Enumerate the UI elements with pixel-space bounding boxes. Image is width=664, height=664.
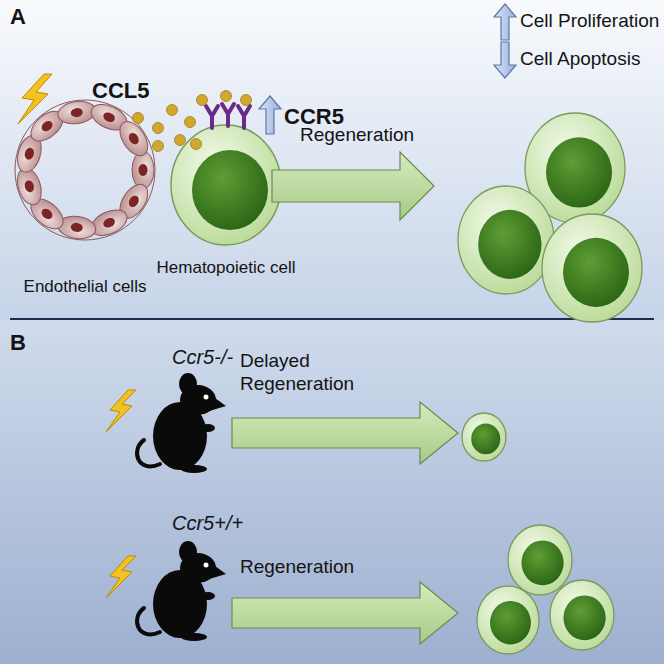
cell-nucleus (521, 540, 563, 585)
endothelial-nucleus (70, 107, 83, 118)
endothelial-nucleus (127, 131, 141, 146)
cell (462, 413, 506, 461)
endothelial-cell (114, 117, 153, 161)
label-text: Cell Proliferation (520, 10, 659, 33)
mouse-foot (181, 465, 207, 473)
label-text: Regeneration (240, 556, 354, 579)
ccl5-dot (153, 123, 164, 134)
cell-body (477, 586, 539, 654)
lightning-bolt (106, 390, 136, 432)
node-label: Hematopoietic cell (157, 258, 296, 278)
cell-body (458, 186, 554, 294)
endothelial-nucleus (23, 147, 35, 161)
ccl5-dot (133, 113, 144, 124)
cell (508, 525, 572, 595)
cell (550, 580, 614, 650)
cell-body (542, 214, 642, 322)
cell (542, 214, 642, 322)
cell (458, 186, 554, 294)
panel-letter: B (10, 330, 26, 356)
ccl5-dots (133, 91, 252, 152)
endothelial-cell-body (114, 117, 153, 161)
endothelial-nucleus (102, 111, 117, 124)
endothelial-cell (132, 151, 154, 189)
endothelial-cell-body (132, 151, 154, 189)
down-arrow (494, 42, 516, 78)
node-label: Ccr5-/- (172, 346, 233, 369)
cell-nucleus (546, 137, 612, 207)
node-label: Endothelial cells (24, 277, 147, 297)
lightning-bolt (106, 556, 136, 598)
mouse-ear (179, 541, 197, 563)
cell-nucleus (478, 210, 541, 279)
endothelial-nucleus (40, 119, 55, 134)
endothelial-nucleus (127, 194, 141, 209)
ccl5-dot (241, 95, 252, 106)
cell-nucleus (192, 150, 268, 230)
mouse-ear (179, 373, 197, 395)
ccl5-dot (191, 139, 202, 150)
cell-body (508, 525, 572, 595)
endothelial-ring (13, 99, 155, 241)
label-text: CCL5 (92, 78, 149, 104)
cell (477, 586, 539, 654)
mouse-figure: Ccr5-/- (140, 346, 250, 470)
mouse-eye (204, 395, 209, 400)
block-arrow (272, 152, 434, 220)
ccl5-dot (221, 91, 232, 102)
label-text: Delayed Regeneration (240, 350, 370, 396)
ccl5-dot (197, 95, 208, 106)
label-text: Regeneration (300, 124, 414, 147)
label-text: Cell Apoptosis (520, 48, 640, 71)
node-label: Ccr5+/+ (172, 512, 243, 535)
mouse-silhouettes (137, 373, 226, 641)
divider-line (10, 318, 654, 320)
panel-background (0, 320, 664, 664)
mouse-eye (204, 563, 209, 568)
panel-background (0, 0, 664, 320)
block-arrow (232, 402, 458, 464)
endothelial-nucleus (102, 216, 117, 229)
cell-body (462, 413, 506, 461)
ccl5-dot (167, 105, 178, 116)
cell-figure: Endothelial cells (0, 92, 170, 297)
endothelial-nucleus (139, 164, 148, 176)
cell-nucleus (490, 601, 531, 645)
endothelial-cell (87, 205, 131, 241)
cell-body (171, 125, 281, 245)
mouse-snout (204, 390, 226, 412)
endothelial-nucleus (40, 207, 55, 222)
ccr5-receptor (206, 104, 250, 128)
mouse (137, 373, 226, 473)
endothelial-nucleus (23, 179, 35, 193)
ccl5-dot (153, 141, 164, 152)
cell-nucleus (471, 424, 500, 455)
cell-figure: Hematopoietic cell (146, 118, 306, 278)
cell-nucleus (563, 595, 605, 640)
mouse-paw (201, 592, 215, 600)
regenerated-cells (458, 113, 642, 654)
mouse-snout (204, 558, 226, 580)
endothelial-cell-body (87, 205, 131, 241)
block-arrow (232, 582, 458, 644)
cell-body (550, 580, 614, 650)
mouse-paw (201, 424, 215, 432)
mouse-figure: Ccr5+/+ (140, 512, 251, 642)
mouse (137, 541, 226, 641)
mouse-foot (181, 633, 207, 641)
endothelial-nucleus (70, 222, 83, 233)
up-arrow (494, 4, 516, 40)
ccl5-dot (185, 117, 196, 128)
up-arrow (259, 96, 281, 134)
ccl5-dot (175, 135, 186, 146)
cell-nucleus (563, 238, 629, 307)
panel-letter: A (10, 4, 26, 30)
